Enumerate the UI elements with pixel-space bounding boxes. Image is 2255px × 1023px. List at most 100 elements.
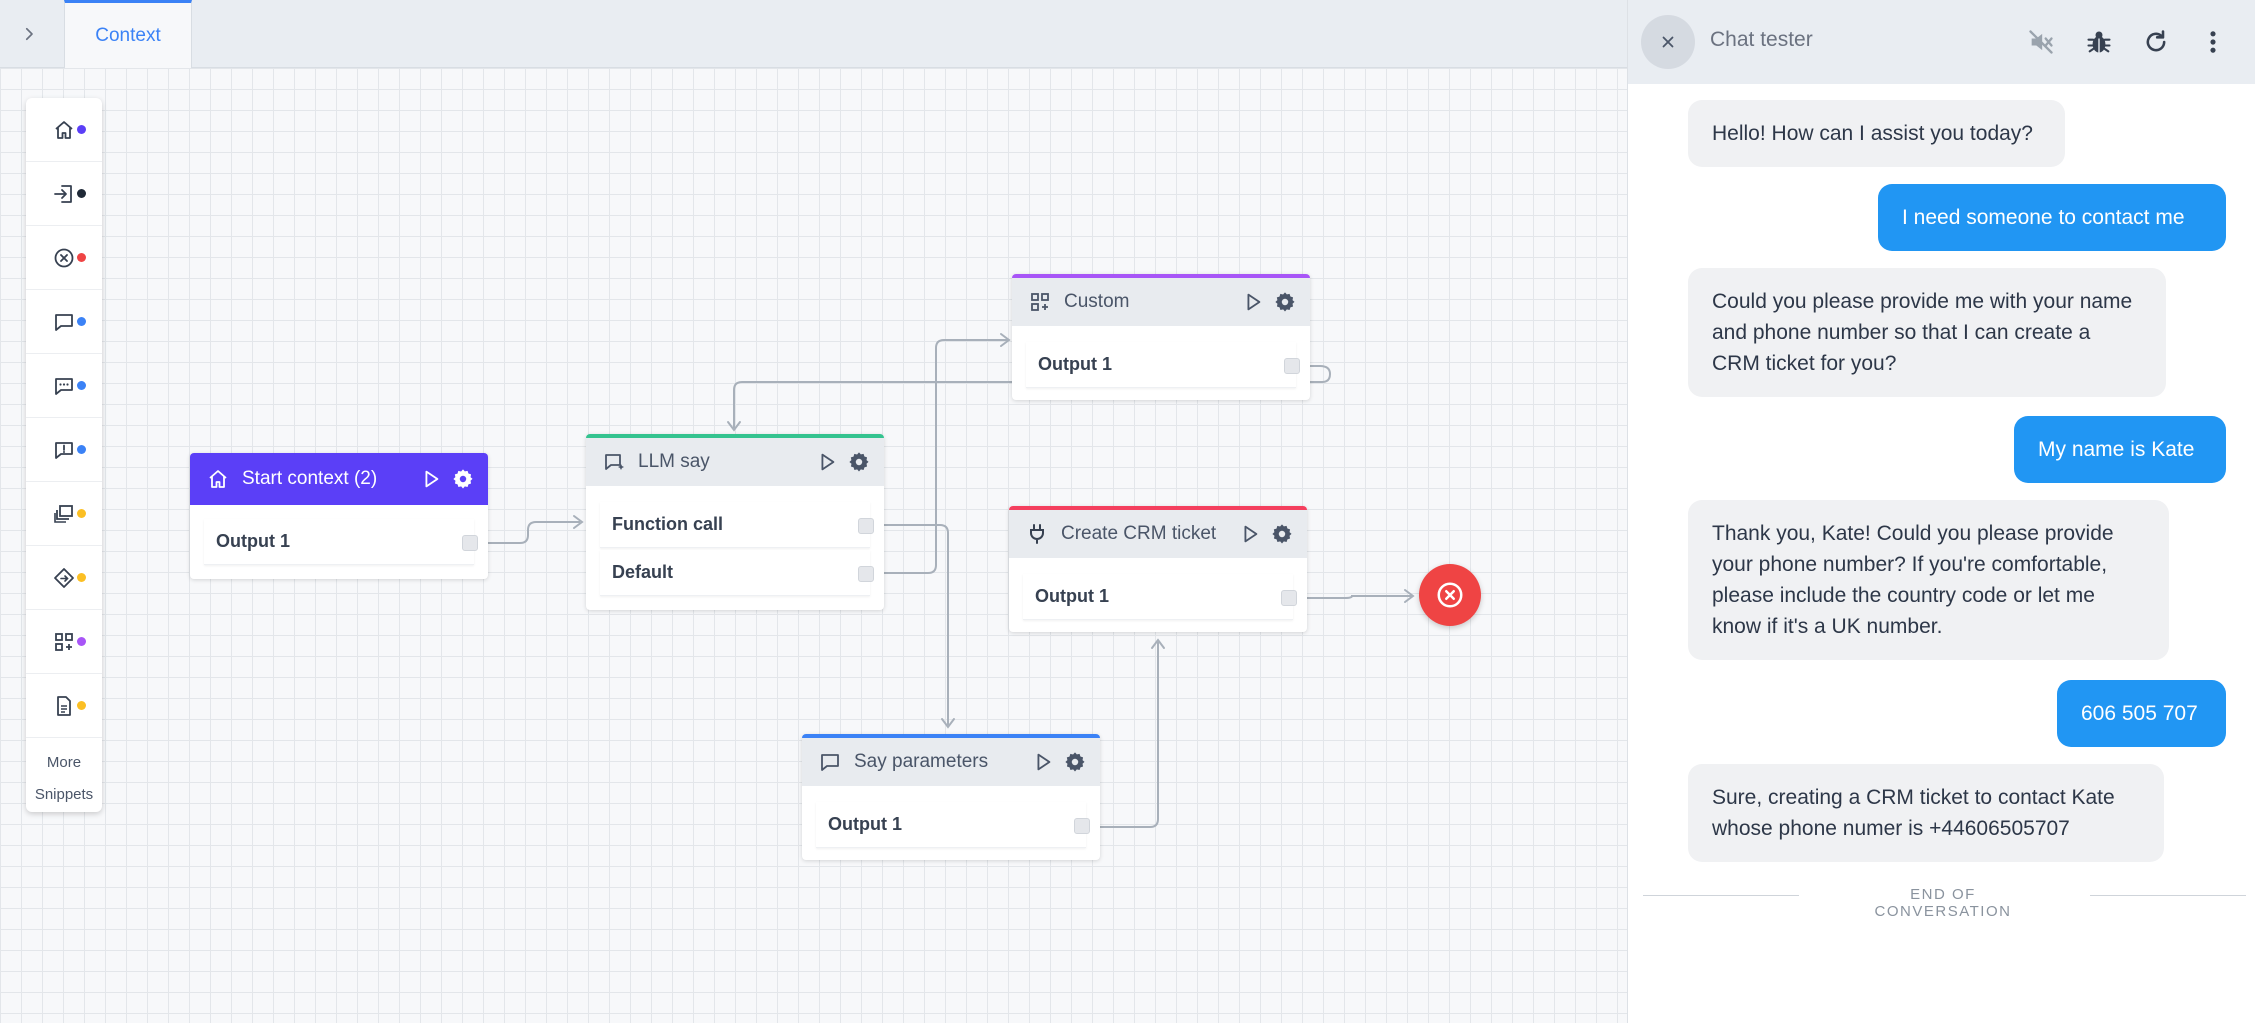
output-label: Output 1 [1035,586,1109,606]
mute-button[interactable] [2026,27,2056,57]
output-label: Function call [612,514,724,534]
palette-dot [77,381,86,390]
tab-bar: Context [0,0,1627,68]
output-port[interactable] [1074,818,1090,834]
debug-button[interactable] [2084,27,2114,57]
output-port[interactable] [1284,358,1300,374]
node-output: Output 1 [816,802,1090,848]
chat-bubble-icon [821,754,839,771]
palette-item-enter[interactable] [26,162,102,226]
node-say-parameters[interactable]: Say parameters Output 1 [802,734,1100,860]
more-options-button[interactable] [2198,27,2228,57]
node-llm-say[interactable]: LLM say Function call Default [586,434,884,610]
palette-item-notify[interactable] [26,418,102,482]
volume-off-icon [2029,30,2053,54]
close-circle-icon [54,248,74,267]
expand-sidebar-button[interactable] [0,0,58,68]
chat-message-user: My name is Kate [2014,416,2226,483]
palette-item-say[interactable] [26,290,102,354]
node-create-crm-ticket[interactable]: Create CRM ticket Output 1 [1009,506,1307,632]
palette-item-start[interactable] [26,98,102,162]
chat-message-bot: Could you please provide me with your na… [1688,268,2166,397]
close-chat-button[interactable] [1641,15,1695,69]
grid-plus-icon [55,632,73,651]
output-label: Default [612,562,674,582]
palette-item-ask[interactable] [26,354,102,418]
palette-dot [77,125,86,134]
node-output-default: Default [600,550,874,596]
palette-dot [77,573,86,582]
node-header[interactable]: Create CRM ticket [1009,506,1307,558]
gear-icon[interactable] [1064,751,1086,773]
node-header[interactable]: LLM say [586,434,884,486]
chat-title: Chat tester [1710,28,1813,51]
tab-context[interactable]: Context [64,0,192,68]
end-of-conversation-label: END OF CONVERSATION [1874,886,2012,920]
node-output: Output 1 [1023,574,1297,620]
palette-item-end[interactable] [26,226,102,290]
play-icon[interactable] [1242,291,1264,313]
output-port[interactable] [1281,590,1297,606]
node-header[interactable]: Start context (2) [190,453,488,505]
gear-icon[interactable] [1271,523,1293,545]
node-start-context[interactable]: Start context (2) Output 1 [190,453,488,579]
output-port[interactable] [858,518,874,534]
chat-message-user: I need someone to contact me [1878,184,2226,251]
chat-alert-icon [55,441,73,459]
login-icon [54,184,72,203]
chevron-right-icon [25,27,33,41]
node-end[interactable] [1419,564,1481,626]
play-icon[interactable] [1239,523,1261,545]
gear-icon[interactable] [452,468,474,490]
node-header[interactable]: Say parameters [802,734,1100,786]
gear-icon[interactable] [1274,291,1296,313]
chat-message-bot: Hello! How can I assist you today? [1688,100,2065,167]
palette-dot [77,445,86,454]
gear-icon[interactable] [848,451,870,473]
node-output: Output 1 [1026,342,1300,388]
output-label: Output 1 [828,814,902,834]
node-title: LLM say [638,451,710,472]
node-output: Output 1 [204,519,478,565]
palette-item-library[interactable] [26,482,102,546]
chat-message-user: 606 505 707 [2057,680,2226,747]
document-icon [57,695,71,716]
plug-icon [1030,524,1044,544]
palette-item-custom[interactable] [26,610,102,674]
node-output-function-call: Function call [600,502,874,548]
node-palette: More Snippets [26,98,102,812]
bug-icon [2087,31,2111,53]
play-icon[interactable] [1032,751,1054,773]
node-header[interactable]: Custom [1012,274,1310,326]
palette-snippets-button[interactable]: Snippets [34,786,94,803]
palette-dot [77,509,86,518]
chat-tester-panel: Chat tester Hello! How can I assist you … [1627,0,2255,1023]
divider [2090,895,2246,896]
node-custom[interactable]: Custom Output 1 [1012,274,1310,400]
flow-editor: Context [0,0,1627,1023]
output-label: Output 1 [1038,354,1112,374]
play-icon[interactable] [816,451,838,473]
output-port[interactable] [858,566,874,582]
chat-bubble-icon [55,313,73,331]
refresh-icon [2146,30,2166,52]
node-title: Custom [1064,291,1130,312]
palette-more-button[interactable]: More [46,754,82,771]
node-title: Say parameters [854,751,989,772]
chat-dots-icon [55,377,73,395]
palette-item-document[interactable] [26,674,102,738]
palette-dot [77,189,86,198]
restart-button[interactable] [2141,27,2171,57]
chat-header: Chat tester [1628,0,2255,84]
palette-item-condition[interactable] [26,546,102,610]
play-icon[interactable] [420,468,442,490]
palette-dot [77,637,86,646]
more-vertical-icon [2210,31,2216,53]
chat-sparkle-icon [605,454,624,470]
output-port[interactable] [462,535,478,551]
home-icon [55,120,73,139]
palette-dot [77,701,86,710]
home-icon [209,470,227,488]
node-title: Start context (2) [242,468,378,489]
grid-plus-icon [1031,293,1049,311]
